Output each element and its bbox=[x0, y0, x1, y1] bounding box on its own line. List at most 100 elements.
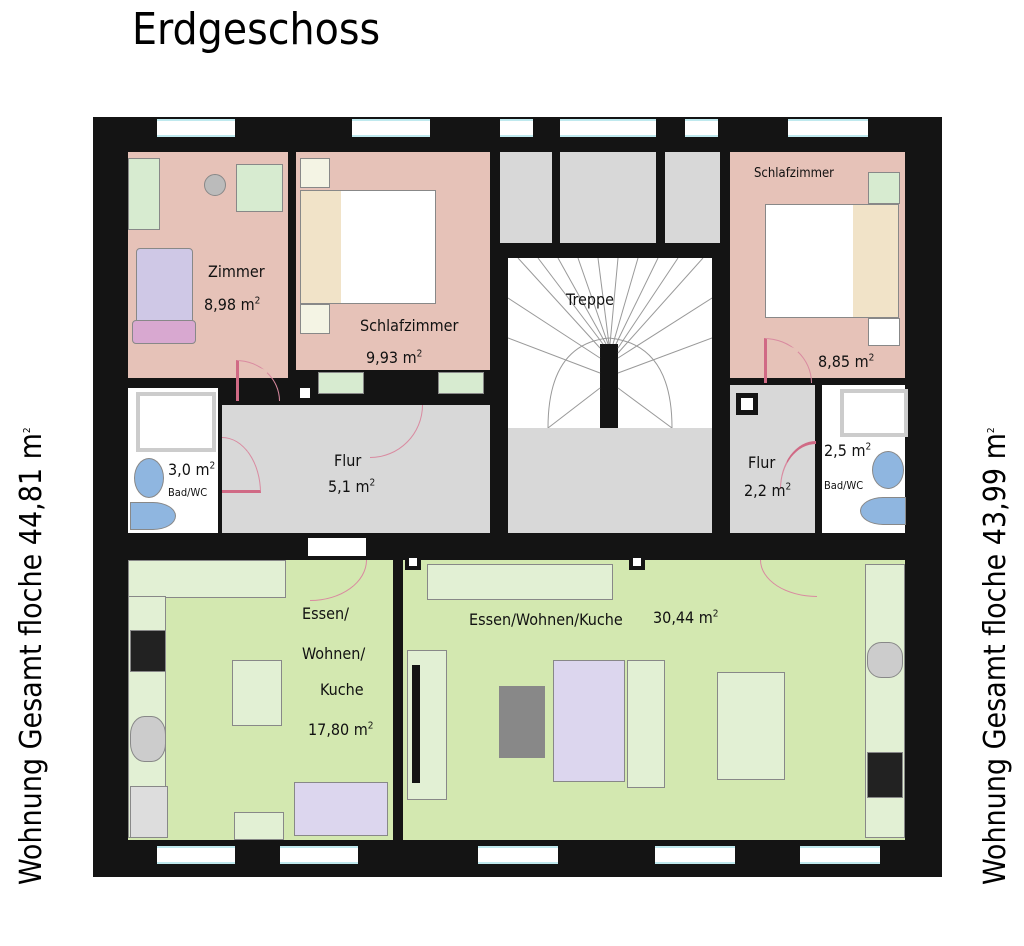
room-area: 30,44 m2 bbox=[653, 608, 719, 627]
sup: 2 bbox=[209, 460, 216, 472]
room-name: Flur bbox=[334, 451, 362, 470]
sup: 2 bbox=[868, 352, 875, 364]
room-name: Bad/WC bbox=[168, 486, 208, 499]
stair-landing bbox=[508, 428, 712, 533]
closet bbox=[665, 152, 720, 243]
sup: 2 bbox=[369, 477, 376, 489]
nightstand bbox=[300, 304, 330, 334]
pillows bbox=[853, 205, 898, 317]
sink bbox=[867, 642, 903, 678]
area: 3,0 m bbox=[168, 460, 210, 479]
shower bbox=[840, 389, 908, 437]
stove bbox=[867, 752, 903, 798]
sup: 2 bbox=[986, 427, 997, 434]
area: 9,93 m bbox=[366, 348, 417, 367]
pillows bbox=[301, 191, 341, 303]
room-flur-1: Flur 5,1 m2 bbox=[222, 405, 490, 533]
room-essen-wohnen-kuche-1: Essen/ Wohnen/ Kuche 17,80 m2 bbox=[128, 560, 393, 840]
door-swing[interactable] bbox=[370, 405, 423, 458]
sup: 2 bbox=[22, 427, 33, 434]
closet bbox=[500, 152, 552, 243]
area: 8,98 m bbox=[204, 295, 255, 314]
room-flur-2: Flur 2,2 m2 bbox=[730, 385, 816, 533]
area: 5,1 m bbox=[328, 477, 370, 496]
dining-table bbox=[717, 672, 785, 780]
room-name-line2: Wohnen/ bbox=[302, 644, 366, 663]
column bbox=[736, 393, 758, 415]
area: 2,5 m bbox=[824, 441, 866, 460]
column bbox=[405, 554, 421, 570]
door-swing[interactable] bbox=[222, 437, 261, 493]
closet bbox=[560, 152, 656, 243]
cabinet bbox=[318, 372, 364, 394]
tv-cabinet bbox=[407, 650, 447, 800]
sink bbox=[134, 458, 164, 498]
sink bbox=[872, 451, 904, 489]
sup: 2 bbox=[367, 720, 374, 732]
right-total-area: Wohnung Gesamt floche 43,99 m2 bbox=[978, 427, 1013, 885]
window bbox=[352, 119, 430, 137]
sofa bbox=[553, 660, 625, 782]
right-total-text: Wohnung Gesamt floche 43,99 m bbox=[978, 433, 1013, 885]
nightstand bbox=[868, 318, 900, 346]
area: 2,2 m bbox=[744, 481, 786, 500]
room-name-line3: Kuche bbox=[320, 680, 364, 699]
nightstand bbox=[300, 158, 330, 188]
room-name-line1: Essen/ bbox=[302, 604, 349, 623]
room-name: Bad/WC bbox=[824, 479, 864, 492]
shelf bbox=[128, 158, 160, 230]
sofa bbox=[294, 782, 388, 836]
column bbox=[296, 384, 314, 402]
window bbox=[685, 119, 718, 137]
room-zimmer: Zimmer 8,98 m2 bbox=[128, 152, 288, 378]
window bbox=[788, 119, 868, 137]
room-area: 3,0 m2 bbox=[168, 460, 215, 479]
shower bbox=[136, 392, 216, 452]
window bbox=[478, 846, 558, 864]
side-table bbox=[234, 812, 284, 840]
room-essen-wohnen-kuche-2: Essen/Wohnen/Kuche 30,44 m2 bbox=[403, 554, 905, 840]
toilet bbox=[130, 502, 176, 530]
stair-steps bbox=[508, 258, 712, 428]
room-schlafzimmer-1: Schlafzimmer 9,93 m2 bbox=[296, 152, 490, 394]
column bbox=[629, 554, 645, 570]
room-area: 8,98 m2 bbox=[204, 295, 260, 314]
room-area: 2,2 m2 bbox=[744, 481, 791, 500]
cabinet bbox=[438, 372, 484, 394]
pillow bbox=[132, 320, 196, 344]
window bbox=[280, 846, 358, 864]
tv bbox=[412, 665, 420, 783]
room-area: 2,5 m2 bbox=[824, 441, 871, 460]
sink bbox=[130, 716, 166, 762]
appliance bbox=[130, 786, 168, 838]
doorway bbox=[308, 538, 366, 556]
room-schlafzimmer-2: Schlafzimmer 8,85 m2 bbox=[730, 152, 905, 378]
sideboard bbox=[427, 564, 613, 600]
room-name: Schlafzimmer bbox=[360, 316, 459, 335]
sup: 2 bbox=[254, 295, 261, 307]
area: 30,44 m bbox=[653, 608, 713, 627]
room-bad-2: 2,5 m2 Bad/WC bbox=[822, 385, 908, 533]
desk bbox=[236, 164, 283, 212]
stair-core bbox=[600, 344, 618, 428]
room-name: Essen/Wohnen/Kuche bbox=[469, 610, 623, 629]
room-area: 9,93 m2 bbox=[366, 348, 422, 367]
floor-title: Erdgeschoss bbox=[132, 4, 381, 55]
room-name: Zimmer bbox=[208, 262, 265, 281]
room-name: Flur bbox=[748, 453, 776, 472]
toilet bbox=[860, 497, 906, 525]
room-area: 8,85 m2 bbox=[818, 352, 874, 371]
left-total-area: Wohnung Gesamt floche 44,81 m2 bbox=[14, 427, 49, 885]
sup: 2 bbox=[865, 441, 872, 453]
window bbox=[655, 846, 735, 864]
chair bbox=[204, 174, 226, 196]
room-treppe: Treppe bbox=[508, 258, 712, 428]
room-name: Treppe bbox=[566, 290, 614, 309]
window bbox=[560, 119, 656, 137]
area: 8,85 m bbox=[818, 352, 869, 371]
room-area: 17,80 m2 bbox=[308, 720, 374, 739]
bed bbox=[136, 248, 193, 325]
double-bed bbox=[765, 204, 899, 318]
sup: 2 bbox=[416, 348, 423, 360]
coffee-table bbox=[499, 686, 545, 758]
